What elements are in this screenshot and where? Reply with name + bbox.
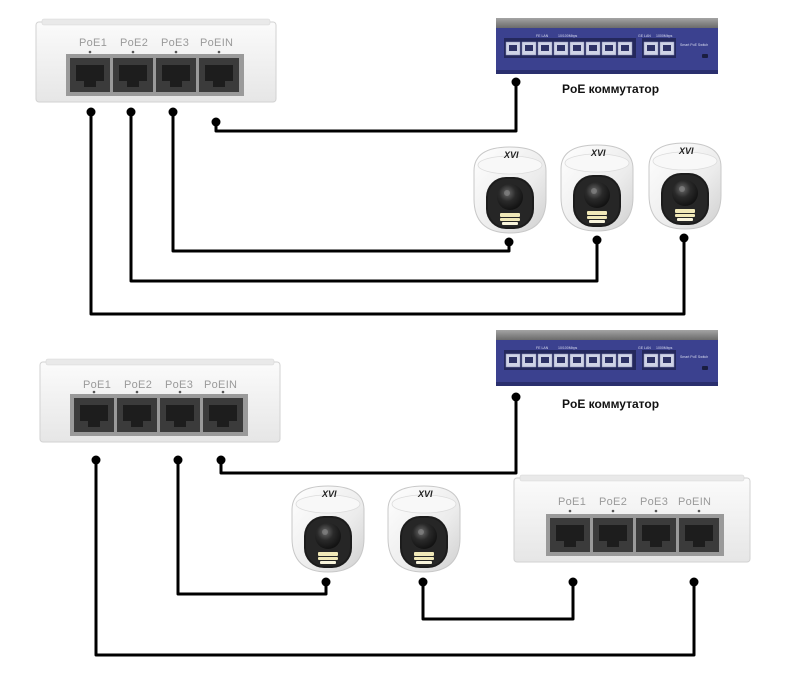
switch-a-text-fe-speed: 10/100Mbps — [558, 34, 578, 38]
switch-a-label: PoE коммутатор — [562, 82, 659, 96]
camera-2: XVI — [560, 144, 634, 232]
camera-2-brand: XVI — [590, 148, 606, 158]
poe-switch-a: FE LAN 10/100Mbps GE LAN 1000Mbps Smart … — [495, 17, 719, 75]
camera-5: XVI — [387, 485, 461, 573]
cable-b-poein-to-switch — [219, 397, 518, 475]
cable-endpoints-bottom — [91, 392, 699, 587]
switch-b-text-model: Smart PoE Switch — [680, 355, 708, 359]
camera-4-brand: XVI — [321, 489, 337, 499]
poe-splitter-b: PoE1 PoE2 PoE3 PoEIN — [39, 358, 281, 443]
splitter-a-port-label-3: PoE3 — [161, 37, 189, 49]
camera-3-brand: XVI — [678, 146, 694, 156]
poe-switch-b: FE LAN 10/100Mbps GE LAN 1000Mbps Smart … — [495, 329, 719, 387]
camera-5-brand: XVI — [417, 489, 433, 499]
cable-group-bottom — [94, 397, 696, 657]
splitter-b-port-label-2: PoE2 — [124, 379, 152, 391]
switch-b-label: PoE коммутатор — [562, 397, 659, 411]
switch-a-text-fe: FE LAN — [536, 34, 549, 38]
camera-1-brand: XVI — [503, 150, 519, 160]
camera-3: XVI — [648, 142, 722, 230]
splitter-a-port-label-2: PoE2 — [120, 37, 148, 49]
splitter-b-port-label-4: PoEIN — [204, 379, 237, 391]
splitter-a-port-label-4: PoEIN — [200, 37, 233, 49]
camera-1: XVI — [473, 146, 547, 234]
splitter-c-port-label-1: PoE1 — [558, 496, 586, 508]
switch-b-text-ge: GE LAN — [638, 346, 651, 350]
splitter-b-port-label-1: PoE1 — [83, 379, 111, 391]
switch-b-text-fe: FE LAN — [536, 346, 549, 350]
cable-b-poe1-to-splitter-c — [94, 460, 696, 657]
camera-4: XVI — [291, 485, 365, 573]
diagram-bottom: PoE1 PoE2 PoE3 PoEIN FE LAN 10/100Mbps G… — [39, 329, 751, 657]
switch-a-text-ge: GE LAN — [638, 34, 651, 38]
cable-endpoints-top — [86, 77, 689, 247]
switch-b-text-ge-speed: 1000Mbps — [656, 346, 673, 350]
splitter-c-port-label-3: PoE3 — [640, 496, 668, 508]
switch-b-text-fe-speed: 10/100Mbps — [558, 346, 578, 350]
splitter-c-port-label-2: PoE2 — [599, 496, 627, 508]
splitter-c-port-label-4: PoEIN — [678, 496, 711, 508]
splitter-a-port-label-1: PoE1 — [79, 37, 107, 49]
cable-poe3-to-camera-1 — [171, 112, 511, 253]
poe-splitter-c: PoE1 PoE2 PoE3 PoEIN — [513, 474, 751, 563]
cable-poe2-to-camera-2 — [129, 112, 599, 283]
cable-b-poe3-to-camera-4 — [176, 460, 328, 596]
cable-c-poe1-to-camera-5 — [421, 582, 575, 621]
splitter-b-port-label-3: PoE3 — [165, 379, 193, 391]
poe-splitter-a: PoE1 PoE2 PoE3 PoEIN — [35, 18, 277, 103]
diagram-top: PoE1 PoE2 PoE3 PoEIN FE LAN 10/100Mbps G… — [35, 17, 722, 316]
switch-a-text-ge-speed: 1000Mbps — [656, 34, 673, 38]
cable-poe1-to-camera-3 — [89, 112, 686, 316]
switch-a-text-model: Smart PoE Switch — [680, 43, 708, 47]
